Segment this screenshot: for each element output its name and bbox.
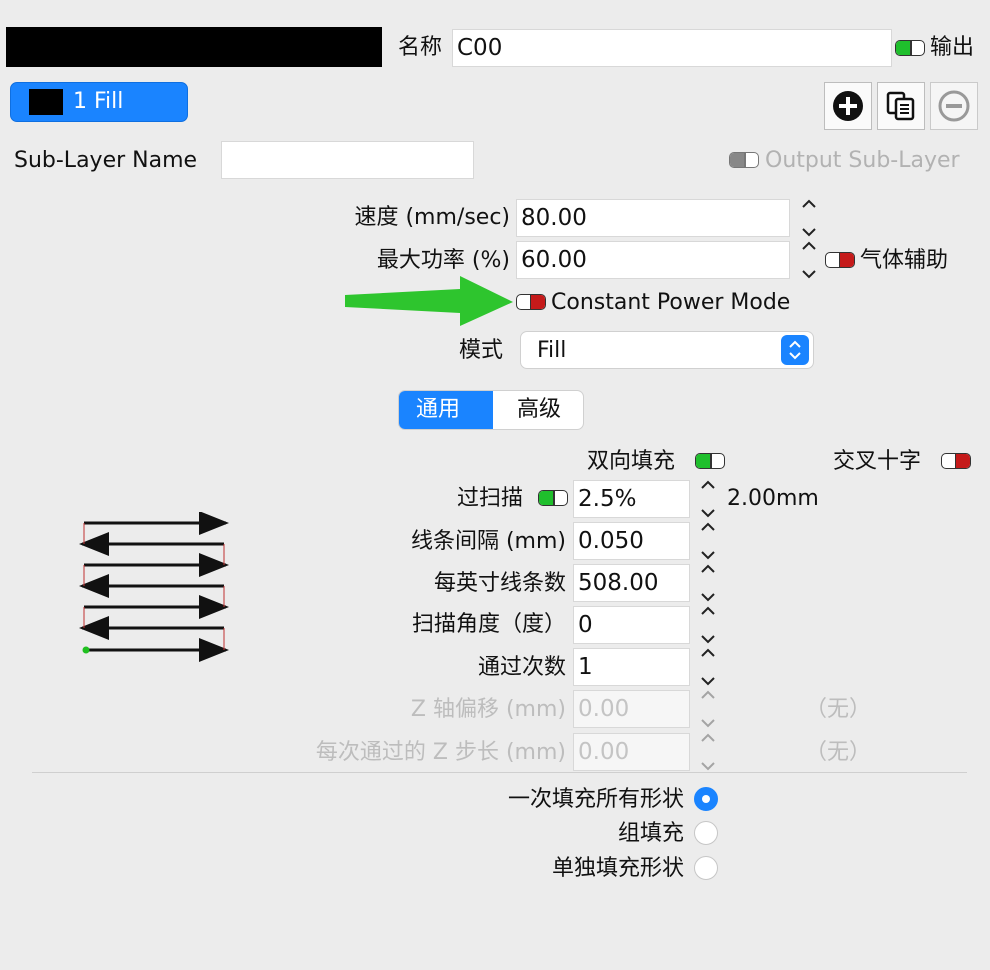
copy-icon: [886, 91, 915, 121]
layer-color-swatch: [6, 27, 382, 67]
passes-label: 通过次数: [477, 655, 566, 680]
z-step-input: 0.00: [573, 733, 690, 771]
constant-power-label: Constant Power Mode: [551, 290, 791, 315]
z-step-label: 每次通过的 Z 步长 (mm): [315, 740, 566, 765]
sublayer-color-swatch: [29, 89, 63, 115]
output-label: 输出: [930, 35, 975, 60]
overscan-mm-value: 2.00mm: [727, 486, 819, 511]
lpi-label: 每英寸线条数: [433, 571, 566, 596]
z-offset-stepper: [695, 689, 721, 729]
mode-label: 模式: [459, 338, 504, 363]
mode-select-value: Fill: [537, 338, 567, 363]
constant-power-toggle[interactable]: [516, 294, 546, 310]
z-step-note: （无）: [805, 740, 872, 765]
scan-angle-input[interactable]: 0: [573, 606, 690, 644]
tab-general-label: 通用: [416, 397, 461, 422]
fill-all-shapes-label: 一次填充所有形状: [507, 787, 684, 812]
z-offset-input: 0.00: [573, 690, 690, 728]
overscan-toggle[interactable]: [538, 490, 568, 506]
interval-input[interactable]: 0.050: [573, 522, 690, 560]
annotation-arrow-icon: [345, 276, 513, 326]
z-offset-note: （无）: [805, 697, 872, 722]
settings-tabs: 通用 高级: [398, 390, 584, 430]
lpi-input[interactable]: 508.00: [573, 564, 690, 602]
bidirectional-toggle[interactable]: [695, 453, 725, 469]
minus-circle-icon: [938, 90, 970, 122]
add-sublayer-button[interactable]: [824, 82, 872, 130]
fill-individually-radio[interactable]: [694, 856, 718, 880]
fill-all-shapes-radio[interactable]: [694, 787, 718, 811]
max-power-input[interactable]: 60.00: [516, 241, 790, 279]
sublayer-name-input[interactable]: [221, 141, 474, 179]
air-assist-label: 气体辅助: [860, 248, 949, 273]
name-input[interactable]: C00: [452, 29, 892, 67]
divider: [32, 772, 967, 773]
crosshatch-label: 交叉十字: [833, 449, 922, 474]
output-sublayer-toggle[interactable]: [729, 152, 759, 168]
fill-individually-label: 单独填充形状: [551, 856, 684, 881]
overscan-stepper[interactable]: [695, 479, 721, 519]
air-assist-toggle[interactable]: [825, 252, 855, 268]
scan-angle-label: 扫描角度（度）: [411, 612, 566, 637]
z-offset-label: Z 轴偏移 (mm): [410, 697, 566, 722]
tab-advanced[interactable]: 高级: [493, 391, 583, 429]
select-chevrons-icon: [781, 335, 809, 365]
group-fill-label: 组填充: [617, 821, 684, 846]
crosshatch-toggle[interactable]: [941, 453, 971, 469]
max-power-stepper[interactable]: [796, 240, 822, 280]
name-label: 名称: [398, 35, 443, 60]
mode-select[interactable]: Fill: [520, 331, 814, 369]
passes-stepper[interactable]: [695, 647, 721, 687]
z-step-stepper: [695, 732, 721, 772]
interval-stepper[interactable]: [695, 521, 721, 561]
output-sublayer-label: Output Sub-Layer: [765, 148, 960, 173]
tab-advanced-label: 高级: [517, 397, 562, 422]
sublayer-name-label: Sub-Layer Name: [14, 148, 198, 173]
sublayer-tab-label: 1 Fill: [73, 89, 124, 114]
plus-circle-icon: [833, 91, 863, 121]
interval-label: 线条间隔 (mm): [410, 529, 566, 554]
max-power-label: 最大功率 (%): [376, 248, 510, 273]
copy-sublayer-button[interactable]: [877, 82, 925, 130]
output-toggle[interactable]: [895, 40, 925, 56]
remove-sublayer-button[interactable]: [930, 82, 978, 130]
fill-preview-icon: [79, 512, 229, 662]
speed-stepper[interactable]: [796, 198, 822, 238]
bidirectional-label: 双向填充: [587, 449, 676, 474]
overscan-label: 过扫描: [457, 486, 524, 511]
group-fill-radio[interactable]: [694, 821, 718, 845]
sublayer-tab-1-fill[interactable]: 1 Fill: [10, 82, 188, 122]
speed-label: 速度 (mm/sec): [354, 205, 510, 230]
passes-input[interactable]: 1: [573, 648, 690, 686]
scan-angle-stepper[interactable]: [695, 605, 721, 645]
tab-general[interactable]: 通用: [399, 391, 493, 429]
lpi-stepper[interactable]: [695, 563, 721, 603]
speed-input[interactable]: 80.00: [516, 199, 790, 237]
overscan-input[interactable]: 2.5%: [573, 480, 690, 518]
